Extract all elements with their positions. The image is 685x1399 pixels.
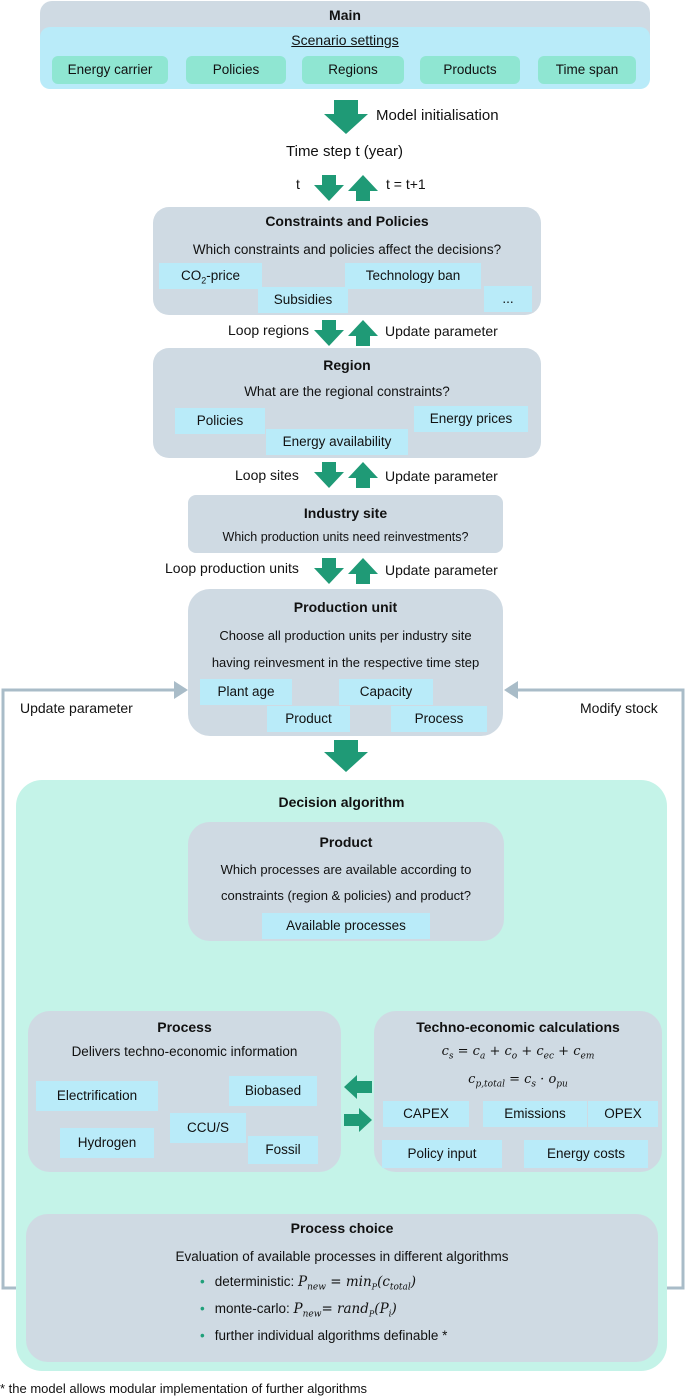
time-step-label: Time step t (year)	[286, 143, 403, 160]
model-init-label: Model initialisation	[376, 107, 499, 124]
product-line2: constraints (region & policies) and prod…	[220, 888, 472, 903]
constraints-question: Which constraints and policies affect th…	[192, 242, 502, 257]
subsidies-chip: Subsidies	[258, 287, 348, 313]
capacity-chip: Capacity	[339, 679, 433, 705]
total-cost-formula: cp,total = cs · opu	[468, 1072, 568, 1090]
down-arrow-icon	[314, 558, 344, 584]
region-panel: Region What are the regional constraints…	[153, 348, 541, 458]
policy-input-chip: Policy input	[382, 1140, 502, 1168]
down-arrow-icon	[324, 100, 368, 134]
footnote: * the model allows modular implementatio…	[0, 1381, 368, 1396]
electrification-chip: Electrification	[36, 1081, 158, 1111]
production-unit-panel: Production unit Choose all production un…	[188, 589, 503, 736]
fossil-chip: Fossil	[248, 1136, 318, 1164]
process-panel: Process Delivers techno-economic informa…	[28, 1011, 341, 1172]
up-arrow-icon	[348, 175, 378, 201]
energy-availability-chip: Energy availability	[266, 429, 408, 455]
main-panel: Main Scenario settings Energy carrier Po…	[40, 1, 650, 89]
emissions-chip: Emissions	[483, 1101, 587, 1127]
constraints-title: Constraints and Policies	[265, 213, 429, 229]
monte-carlo-row: • monte-carlo: Pnew= randP(Pi)	[200, 1301, 397, 1320]
update-parameter-label: Update parameter	[385, 562, 498, 578]
decision-title: Decision algorithm	[278, 794, 405, 810]
t-label: t	[296, 176, 300, 192]
process-choice-subtitle: Evaluation of available processes in dif…	[175, 1249, 509, 1264]
cost-formula: cs = ca + co + cec + cem	[441, 1044, 595, 1062]
setting-policies: Policies	[186, 56, 286, 84]
right-arrow-icon	[344, 1108, 372, 1132]
product-title: Product	[319, 834, 373, 850]
main-title: Main	[329, 7, 361, 23]
process-chip: Process	[391, 706, 487, 732]
policies-chip: Policies	[175, 408, 265, 434]
t-next-label: t = t+1	[386, 176, 426, 192]
constraints-panel: Constraints and Policies Which constrain…	[153, 207, 541, 315]
up-arrow-icon	[348, 462, 378, 488]
region-title: Region	[323, 357, 371, 373]
ccus-chip: CCU/S	[170, 1113, 246, 1143]
capex-chip: CAPEX	[383, 1101, 469, 1127]
process-choice-title: Process choice	[290, 1220, 394, 1236]
opex-chip: OPEX	[588, 1101, 658, 1127]
process-title: Process	[157, 1019, 212, 1035]
setting-regions: Regions	[302, 56, 404, 84]
hydrogen-chip: Hydrogen	[60, 1128, 154, 1158]
loop-regions-label: Loop regions	[228, 322, 309, 338]
available-processes-chip: Available processes	[262, 913, 430, 939]
energy-prices-chip: Energy prices	[414, 406, 528, 432]
setting-products: Products	[420, 56, 520, 84]
further-row: • further individual algorithms definable…	[200, 1328, 447, 1343]
production-unit-title: Production unit	[293, 599, 398, 615]
deterministic-row: • deterministic: Pnew = minP(ctotal)	[200, 1274, 416, 1293]
techno-economic-panel: Techno-economic calculations cs = ca + c…	[374, 1011, 662, 1172]
industry-site-title: Industry site	[303, 505, 388, 521]
product-chip: Product	[267, 706, 350, 732]
product-panel: Product Which processes are available ac…	[188, 822, 504, 941]
monte-carlo-formula: Pnew= randP(Pi)	[293, 1301, 397, 1320]
loop-units-label: Loop production units	[165, 560, 299, 576]
product-line1: Which processes are available according …	[220, 862, 472, 877]
plant-age-chip: Plant age	[200, 679, 292, 705]
down-arrow-icon	[324, 740, 368, 772]
update-parameter-label: Update parameter	[385, 468, 498, 484]
left-arrow-icon	[344, 1075, 372, 1099]
process-choice-panel: Process choice Evaluation of available p…	[26, 1214, 658, 1362]
update-parameter-label: Update parameter	[385, 323, 498, 339]
deterministic-formula: Pnew = minP(ctotal)	[298, 1274, 417, 1293]
update-parameter-left-label: Update parameter	[20, 700, 133, 716]
up-arrow-icon	[348, 320, 378, 346]
techno-title: Techno-economic calculations	[416, 1019, 620, 1035]
loop-sites-label: Loop sites	[235, 467, 299, 483]
setting-energy-carrier: Energy carrier	[52, 56, 168, 84]
energy-costs-chip: Energy costs	[524, 1140, 648, 1168]
down-arrow-icon	[314, 175, 344, 201]
modify-stock-label: Modify stock	[580, 700, 658, 716]
bullet-icon: •	[200, 1328, 205, 1343]
production-unit-line2: having reinvesment in the respective tim…	[211, 655, 480, 670]
process-subtitle: Delivers techno-economic information	[71, 1044, 298, 1059]
down-arrow-icon	[314, 320, 344, 346]
setting-time-span: Time span	[538, 56, 636, 84]
scenario-settings-label: Scenario settings	[291, 32, 399, 48]
biobased-chip: Biobased	[229, 1076, 317, 1106]
industry-site-panel: Industry site Which production units nee…	[188, 495, 503, 553]
industry-site-question: Which production units need reinvestment…	[222, 530, 469, 544]
scenario-settings-panel: Scenario settings Energy carrier Policie…	[40, 27, 650, 89]
production-unit-line1: Choose all production units per industry…	[219, 628, 472, 643]
bullet-icon: •	[200, 1301, 205, 1316]
up-arrow-icon	[348, 558, 378, 584]
monte-carlo-label: monte-carlo:	[214, 1301, 290, 1316]
bullet-icon: •	[200, 1274, 205, 1289]
co2-price-chip: CO2-price	[159, 263, 262, 289]
region-question: What are the regional constraints?	[244, 384, 450, 399]
further-label: further individual algorithms definable …	[214, 1328, 448, 1343]
down-arrow-icon	[314, 462, 344, 488]
more-chip: ...	[484, 286, 532, 312]
technology-ban-chip: Technology ban	[345, 263, 481, 289]
deterministic-label: deterministic:	[214, 1274, 295, 1289]
